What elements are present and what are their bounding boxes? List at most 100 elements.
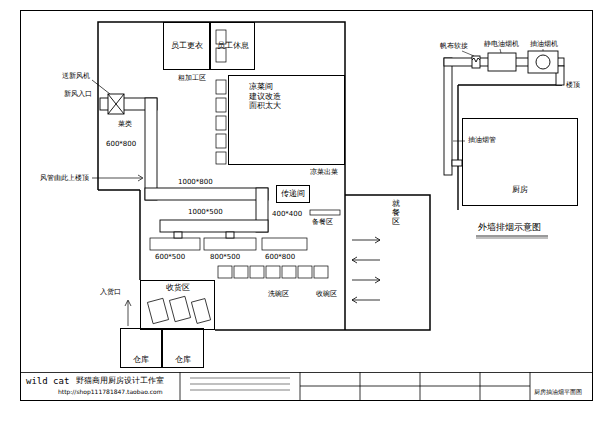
duct-dimension: 1000*800 bbox=[178, 178, 213, 186]
kitchen-equipment bbox=[204, 238, 256, 250]
exhaust-schematic bbox=[536, 55, 550, 69]
room-box: 员工休息 bbox=[210, 22, 255, 70]
kitchen-equipment bbox=[216, 134, 226, 148]
room-label: 凉菜间 bbox=[249, 82, 273, 92]
room-box: 员工更衣 bbox=[163, 22, 210, 70]
dining-flow-arrows bbox=[352, 300, 380, 301]
kitchen-box: 厨房 bbox=[462, 118, 578, 206]
dining-flow-arrows bbox=[352, 297, 357, 303]
kitchen-equipment bbox=[282, 266, 296, 278]
kitchen-equipment bbox=[234, 266, 248, 278]
building-walls bbox=[98, 22, 430, 330]
duct-dimension: 400*400 bbox=[272, 210, 302, 218]
leader-line bbox=[92, 80, 110, 94]
building-walls bbox=[345, 195, 430, 330]
exhaust-schematic bbox=[528, 51, 558, 73]
kitchen-equipment bbox=[216, 80, 226, 94]
dining-flow-arrows bbox=[352, 260, 380, 261]
area-label: 粗加工区 bbox=[178, 74, 206, 82]
air-duct bbox=[145, 188, 268, 200]
dining-flow-arrows bbox=[352, 240, 380, 241]
title-block bbox=[21, 372, 593, 401]
title-block bbox=[190, 390, 290, 391]
duct-dimension: 600*500 bbox=[155, 253, 185, 261]
note-label: 风管由此上楼顶 bbox=[40, 174, 89, 182]
exhaust-schematic bbox=[543, 49, 544, 51]
equipment-label: 新风入口 bbox=[64, 90, 92, 98]
kitchen-equipment bbox=[216, 152, 226, 164]
kitchen-equipment bbox=[310, 210, 340, 215]
room-label: 员工更衣 bbox=[171, 41, 203, 51]
exhaust-schematic bbox=[458, 84, 562, 85]
exhaust-schematic bbox=[452, 160, 462, 166]
kitchen-equipment bbox=[250, 266, 264, 278]
exhaust-schematic bbox=[453, 141, 465, 142]
title-block bbox=[180, 372, 181, 400]
kitchen-equipment bbox=[218, 266, 232, 278]
level-label: 楼顶 bbox=[566, 81, 580, 89]
exhaust-schematic bbox=[500, 49, 501, 53]
studio-name: wild cat bbox=[26, 376, 69, 386]
drawing-frame bbox=[21, 11, 593, 401]
room-label: 建议改造 面积太大 bbox=[249, 92, 283, 111]
equipment-label: 帆布软接 bbox=[440, 42, 468, 50]
dining-flow-arrows bbox=[375, 277, 380, 283]
title-block bbox=[190, 384, 290, 385]
kitchen-equipment bbox=[266, 266, 280, 278]
dining-flow-arrows bbox=[352, 237, 380, 303]
room-box: 传递间 bbox=[276, 185, 310, 203]
equipment-label: 送新风机 bbox=[62, 72, 90, 80]
title-block bbox=[190, 378, 290, 379]
kitchen-equipment bbox=[298, 266, 312, 278]
kitchen-equipment bbox=[150, 238, 200, 250]
room-label: 仓库 bbox=[133, 355, 149, 365]
leader-line bbox=[92, 178, 142, 179]
kitchen-equipment bbox=[169, 296, 190, 321]
room-box: 仓库 bbox=[120, 328, 162, 368]
exhaust-schematic bbox=[472, 58, 480, 62]
air-duct bbox=[145, 98, 157, 200]
kitchen-equipment bbox=[147, 298, 168, 323]
kitchen-equipment bbox=[191, 299, 210, 324]
drawing-frame bbox=[21, 11, 593, 401]
area-label: 菜类 bbox=[118, 120, 132, 128]
exhaust-schematic bbox=[457, 85, 458, 210]
area-label: 备餐区 bbox=[312, 218, 333, 226]
kitchen-equipment bbox=[314, 266, 328, 278]
dining-flow-arrows bbox=[352, 280, 380, 281]
title-block bbox=[21, 373, 593, 401]
room-box: 凉菜间建议改造 面积太大 bbox=[228, 75, 345, 165]
air-duct bbox=[174, 232, 182, 238]
air-duct bbox=[108, 94, 124, 114]
air-duct bbox=[226, 232, 234, 238]
kitchen-equipment bbox=[262, 238, 307, 250]
exhaust-schematic bbox=[462, 51, 474, 56]
dining-flow-arrows bbox=[352, 257, 357, 263]
air-duct bbox=[108, 94, 124, 114]
area-label: 就餐区 bbox=[392, 200, 400, 226]
duct-dimension: 600*800 bbox=[106, 140, 136, 148]
building-walls bbox=[215, 329, 345, 331]
air-duct bbox=[100, 94, 268, 238]
area-label: 洗碗区 bbox=[268, 290, 289, 298]
exhaust-schematic bbox=[488, 53, 516, 71]
leader-line bbox=[125, 300, 131, 306]
room-label: 厨房 bbox=[512, 185, 528, 195]
leader-line bbox=[128, 301, 129, 326]
room-box: 仓库 bbox=[162, 328, 204, 368]
leader-line bbox=[92, 80, 143, 326]
duct-dimension: 600*800 bbox=[265, 253, 295, 261]
exhaust-schematic bbox=[444, 58, 452, 175]
building-walls bbox=[98, 22, 345, 330]
studio-url: http://shop111781847.taobao.com bbox=[58, 389, 163, 396]
room-label: 传递间 bbox=[281, 189, 305, 199]
building-walls bbox=[98, 189, 140, 191]
area-label: 收碗区 bbox=[316, 290, 337, 298]
equipment-label: 抽油烟管 bbox=[468, 136, 496, 144]
air-duct bbox=[160, 220, 268, 232]
kitchen-equipment bbox=[216, 116, 226, 130]
exhaust-schematic bbox=[476, 236, 548, 237]
drawing-title: 厨房抽油烟平面图 bbox=[534, 389, 582, 396]
equipment-label: 抽油烟机 bbox=[530, 40, 558, 48]
